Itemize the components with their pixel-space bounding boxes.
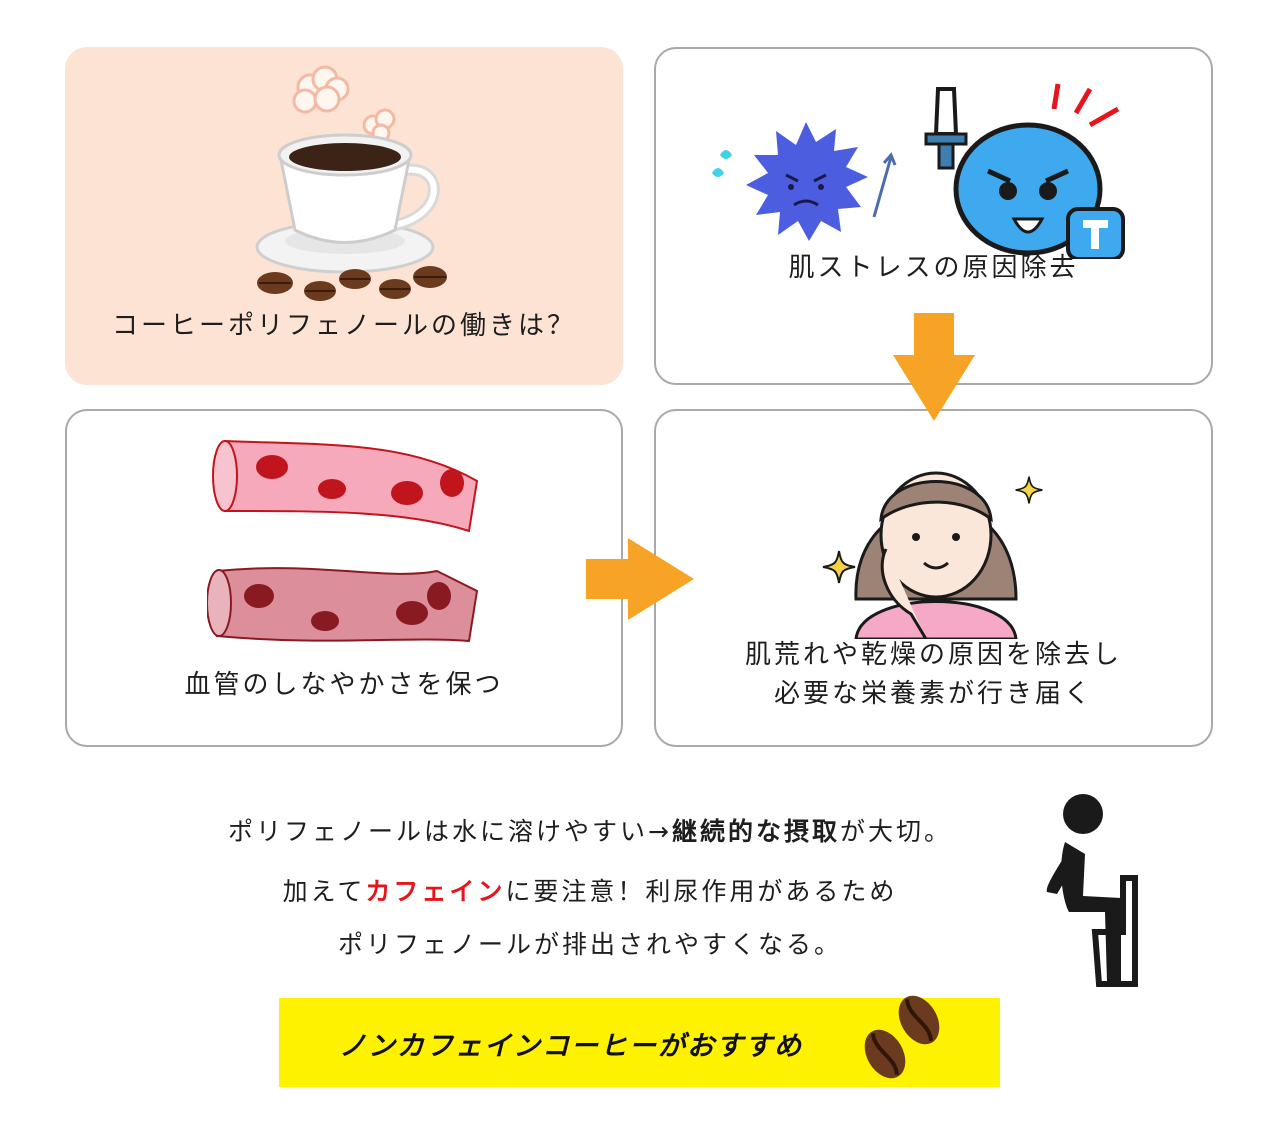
coffee-card: コーヒーポリフェノールの働きは？: [65, 47, 623, 385]
sword-icon: [924, 87, 968, 170]
skin-stress-caption: 肌ストレスの原因除去: [788, 253, 1079, 283]
blood-vessel-card: 血管のしなやかさを保つ: [65, 409, 623, 747]
blood-vessel-caption: 血管のしなやかさを保つ: [184, 670, 504, 700]
note-line-2: 加えてカフェインに要注意！利尿作用があるため: [150, 872, 1030, 908]
result-caption-line2: 必要な栄養素が行き届く: [773, 679, 1093, 709]
note-line-1: ポリフェノールは水に溶けやすい→継続的な摂取が大切。: [150, 812, 1030, 848]
banner-text: ノンカフェインコーヒーがおすすめ: [339, 1031, 803, 1062]
coffee-bean-icon: [864, 995, 940, 1079]
recommendation-banner: ノンカフェインコーヒーがおすすめ: [279, 995, 1000, 1087]
coffee-caption: コーヒーポリフェノールの働きは？: [111, 311, 576, 341]
note-line-1-suffix: が大切。: [839, 817, 952, 846]
note-line-2-prefix: 加えて: [282, 877, 366, 906]
arrow-down-icon: [893, 313, 975, 421]
caffeine-highlight: カフェイン: [365, 877, 506, 906]
blood-vessel-icon: [207, 439, 479, 643]
germ-icon: [712, 122, 897, 241]
note-line-3: ポリフェノールが排出されやすくなる。: [337, 930, 842, 959]
result-caption: 肌荒れや乾燥の原因を除去し 必要な栄養素が行き届く: [656, 636, 1211, 714]
toilet-person-icon: [1046, 794, 1138, 987]
note-line-1-emphasis: 継続的な摂取: [671, 817, 840, 846]
sparkle-icon: [1015, 476, 1043, 504]
result-caption-line1: 肌荒れや乾燥の原因を除去し: [744, 640, 1122, 670]
sparkle-icon: [822, 550, 856, 584]
arrow-right-icon: [586, 538, 694, 620]
woman-icon: [854, 471, 1018, 639]
shield-character-icon: [924, 83, 1125, 259]
note-line-2-suffix: に要注意！利尿作用があるため: [505, 877, 898, 906]
note-line-1-prefix: ポリフェノールは水に溶けやすい→: [228, 817, 672, 846]
coffee-cup-icon: [255, 65, 447, 301]
result-card: 肌荒れや乾燥の原因を除去し 必要な栄養素が行き届く: [654, 409, 1213, 747]
